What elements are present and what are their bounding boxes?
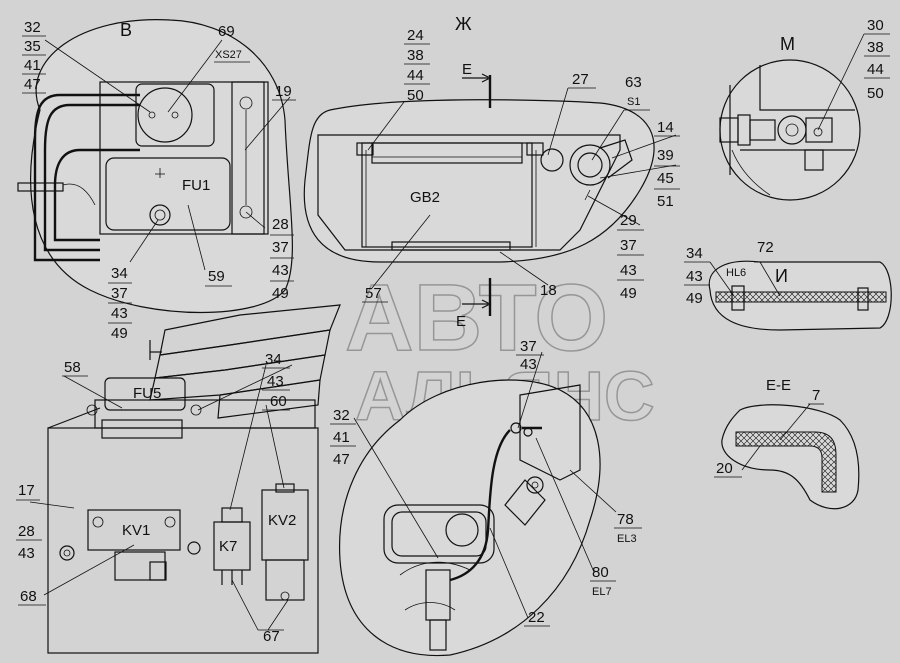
callout-49b: 49 (111, 325, 128, 342)
label-kv2: KV2 (268, 512, 296, 529)
callout-44b: 44 (867, 61, 884, 78)
callout-43e: 43 (267, 373, 284, 390)
watermark-line1: АВТО (345, 265, 608, 371)
callout-67: 67 (263, 628, 280, 645)
callout-41: 41 (24, 57, 41, 74)
callout-51: 51 (657, 193, 674, 210)
callout-72: 72 (757, 239, 774, 256)
callout-43d: 43 (686, 268, 703, 285)
callout-28b: 28 (18, 523, 35, 540)
view-zh-title: Ж (455, 14, 472, 34)
label-fu1: FU1 (182, 177, 210, 194)
callout-20: 20 (716, 460, 733, 477)
label-gb2: GB2 (410, 189, 440, 206)
callout-39: 39 (657, 147, 674, 164)
callout-34: 34 (111, 265, 128, 282)
view-zh: Ж GB2 S1 Е (303, 14, 677, 289)
callout-50: 50 (407, 87, 424, 104)
callout-19: 19 (275, 83, 292, 100)
callout-49d: 49 (686, 290, 703, 307)
callout-38: 38 (407, 47, 424, 64)
callout-34b: 34 (686, 245, 703, 262)
view-e-marker-mid: Е (456, 313, 466, 330)
view-e-marker-top: Е (462, 61, 472, 78)
callout-14: 14 (657, 119, 674, 136)
callout-63: 63 (625, 74, 642, 91)
callout-58: 58 (64, 359, 81, 376)
callout-37: 37 (272, 239, 289, 256)
callout-29: 29 (620, 212, 637, 229)
callout-43: 43 (272, 262, 289, 279)
section-e-marker: Е (456, 278, 492, 330)
callout-60: 60 (270, 393, 287, 410)
callout-37d: 37 (520, 338, 537, 355)
label-hl6: HL6 (726, 267, 746, 279)
callout-34c: 34 (265, 351, 282, 368)
callout-30: 30 (867, 17, 884, 34)
callout-78: 78 (617, 511, 634, 528)
callout-50b: 50 (867, 85, 884, 102)
callout-43f: 43 (18, 545, 35, 562)
label-kv1: KV1 (122, 522, 150, 539)
label-k7: K7 (219, 538, 237, 555)
callout-49: 49 (272, 285, 289, 302)
section-e-e-title: Е-Е (766, 377, 791, 394)
callout-45: 45 (657, 170, 674, 187)
label-fu5: FU5 (133, 385, 161, 402)
view-b-title: В (120, 20, 132, 40)
label-el7: EL7 (592, 586, 612, 598)
callout-47: 47 (24, 76, 41, 93)
callout-43c: 43 (620, 262, 637, 279)
view-m-title: М (780, 34, 795, 54)
callout-32: 32 (24, 19, 41, 36)
view-i-title: И (775, 266, 788, 286)
callout-32b: 32 (333, 407, 350, 424)
callout-68: 68 (20, 588, 37, 605)
callout-27: 27 (572, 71, 589, 88)
label-s1: S1 (627, 96, 640, 108)
callout-69: 69 (218, 23, 235, 40)
callout-80: 80 (592, 564, 609, 581)
callout-35: 35 (24, 38, 41, 55)
label-xs27: XS27 (215, 49, 242, 61)
view-m: М (719, 33, 865, 201)
callout-43g: 43 (520, 356, 537, 373)
callout-22: 22 (528, 609, 545, 626)
callout-38b: 38 (867, 39, 884, 56)
callout-41b: 41 (333, 429, 350, 446)
view-i: И HL6 (708, 260, 892, 331)
callout-37b: 37 (111, 285, 128, 302)
callout-7: 7 (812, 387, 820, 404)
callout-28: 28 (272, 216, 289, 233)
callout-37c: 37 (620, 237, 637, 254)
callout-24: 24 (407, 27, 424, 44)
callout-57: 57 (365, 285, 382, 302)
callout-47b: 47 (333, 451, 350, 468)
callout-18: 18 (540, 282, 557, 299)
lamp-assembly (338, 351, 617, 657)
callout-49c: 49 (620, 285, 637, 302)
callout-17: 17 (18, 482, 35, 499)
mounting-bracket (149, 304, 341, 419)
callout-43b: 43 (111, 305, 128, 322)
relay-box: FU5 KV1 K7 KV2 (29, 364, 319, 654)
callout-44: 44 (407, 67, 424, 84)
view-b: В FU1 XS27 (17, 19, 293, 314)
label-el3: EL3 (617, 533, 637, 545)
section-e-e: Е-Е (721, 377, 860, 510)
callout-59: 59 (208, 268, 225, 285)
